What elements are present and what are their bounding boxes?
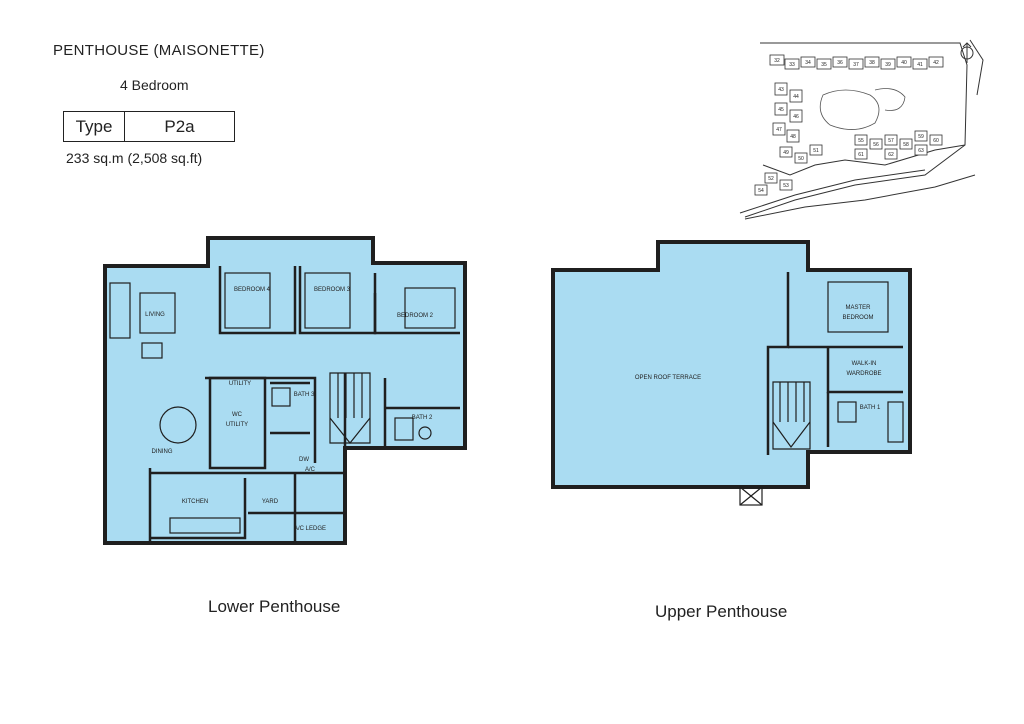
dw-label: DW (299, 457, 309, 463)
site-block-number: 41 (917, 62, 923, 68)
site-block-number: 52 (768, 176, 774, 182)
wc-label: WC (232, 412, 243, 418)
site-block-number: 60 (933, 138, 939, 144)
lower-staircase (329, 372, 371, 444)
upper-penthouse-plan: OPEN ROOF TERRACE MASTER BEDROOM WALK-IN… (551, 240, 912, 506)
bedroom3-label: BEDROOM 3 (314, 287, 351, 293)
site-block-number: 48 (790, 134, 796, 140)
site-block-number: 46 (793, 114, 799, 120)
site-block-number: 37 (853, 62, 859, 68)
lower-interior-walls (148, 266, 460, 543)
site-block-number: 49 (783, 150, 789, 156)
lower-floor-area (103, 236, 467, 545)
living-label: LIVING (145, 312, 165, 318)
site-block-number: 54 (758, 188, 764, 194)
upper-staircase (772, 381, 811, 450)
type-value: P2a (164, 116, 195, 136)
lower-penthouse-caption: Lower Penthouse (208, 597, 341, 616)
site-block-number: 36 (837, 60, 843, 66)
site-block-number: 43 (778, 87, 784, 93)
bedroom4-label: BEDROOM 4 (234, 287, 271, 293)
bath3-label: BATH 3 (294, 392, 315, 398)
kitchen-label: KITCHEN (182, 499, 208, 505)
site-block-number: 50 (798, 156, 804, 162)
page-title: PENTHOUSE (MAISONETTE) (53, 42, 265, 59)
lower-furniture (109, 272, 456, 534)
site-block-number: 62 (888, 152, 894, 158)
bath2-label: BATH 2 (412, 415, 433, 421)
ac-label: A/C (305, 467, 316, 473)
yard-label: YARD (262, 499, 279, 505)
bath1-label: BATH 1 (860, 405, 881, 411)
site-block-number: 51 (813, 148, 819, 154)
site-block-number: 35 (821, 62, 827, 68)
type-label: Type (64, 112, 125, 141)
site-block-numbers: 32 33 34 35 36 37 38 39 40 41 42 43 44 45 46 47 48 49 50 51… (758, 58, 939, 194)
site-block-number: 42 (933, 60, 939, 66)
unit-type-box: Type P2a (63, 111, 235, 142)
site-block-number: 63 (918, 148, 924, 154)
utility-top-label: UTILITY (229, 381, 251, 387)
site-block-number: 32 (774, 58, 780, 64)
upper-walls (766, 272, 903, 455)
ac-ledge-label: A/C LEDGE (294, 526, 326, 532)
bedroom-count: 4 Bedroom (120, 77, 189, 93)
roof-terrace-label: OPEN ROOF TERRACE (635, 375, 701, 381)
site-block-number: 57 (888, 138, 894, 144)
upper-room-labels: OPEN ROOF TERRACE MASTER BEDROOM WALK-IN… (635, 305, 882, 411)
site-pool (819, 88, 906, 130)
upper-furniture (739, 281, 904, 506)
upper-penthouse-caption: Upper Penthouse (655, 602, 788, 621)
site-block-number: 40 (901, 60, 907, 66)
site-block-number: 34 (805, 60, 811, 66)
north-arrow-icon (960, 42, 974, 63)
site-block-number: 47 (776, 127, 782, 133)
walkin-label-1: WALK-IN (852, 361, 877, 367)
upper-floor-area (551, 240, 912, 489)
site-blocks (754, 54, 944, 196)
site-key-plan: 32 33 34 35 36 37 38 39 40 41 42 43 44 45 46 47 48 49 50 51… (739, 39, 984, 220)
site-block-number: 53 (783, 183, 789, 189)
site-block-number: 56 (873, 142, 879, 148)
lower-room-labels: BEDROOM 4 BEDROOM 3 BEDROOM 2 LIVING DIN… (145, 287, 434, 532)
site-boundary (739, 39, 984, 220)
walkin-label-2: WARDROBE (846, 371, 881, 377)
site-block-number: 38 (869, 60, 875, 66)
site-block-number: 59 (918, 134, 924, 140)
site-block-number: 45 (778, 107, 784, 113)
dining-label: DINING (152, 449, 173, 455)
utility-label: UTILITY (226, 422, 248, 428)
master-bedroom-label-1: MASTER (845, 305, 871, 311)
unit-area: 233 sq.m (2,508 sq.ft) (66, 150, 203, 166)
master-bedroom-label-2: BEDROOM (842, 315, 873, 321)
site-block-number: 39 (885, 62, 891, 68)
lower-penthouse-plan: BEDROOM 4 BEDROOM 3 BEDROOM 2 LIVING DIN… (103, 236, 467, 545)
site-block-number: 44 (793, 94, 799, 100)
site-block-number: 61 (858, 152, 864, 158)
site-block-number: 55 (858, 138, 864, 144)
bedroom2-label: BEDROOM 2 (397, 313, 434, 319)
site-block-number: 58 (903, 142, 909, 148)
site-block-number: 33 (789, 62, 795, 68)
